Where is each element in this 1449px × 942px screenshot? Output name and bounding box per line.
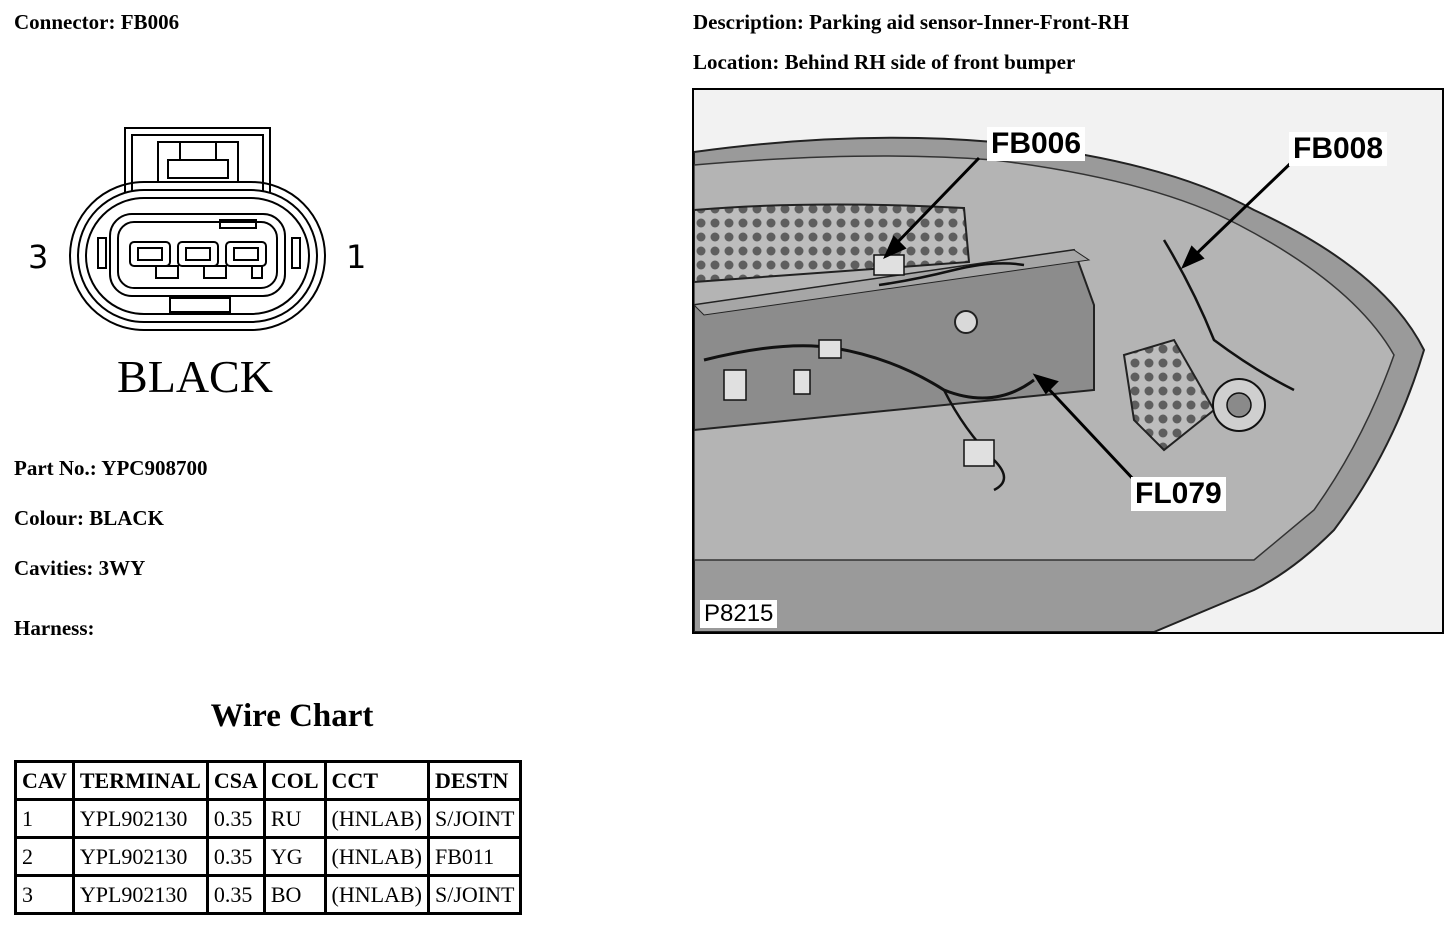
- location-label: Location:: [693, 50, 780, 74]
- description-label: Description:: [693, 10, 804, 34]
- location: Location: Behind RH side of front bumper: [693, 50, 1075, 75]
- table-row: 2 YPL902130 0.35 YG (HNLAB) FB011: [14, 836, 523, 877]
- connector-label: Connector:: [14, 10, 116, 34]
- part-number: Part No.: YPC908700: [14, 456, 207, 481]
- table-cell: (HNLAB): [323, 874, 430, 915]
- table-cell: YPL902130: [71, 836, 209, 877]
- harness-label: Harness:: [14, 616, 95, 640]
- table-cell: 0.35: [205, 836, 266, 877]
- table-cell: YPL902130: [71, 874, 209, 915]
- connector-colour-text: BLACK: [117, 351, 273, 402]
- colour: Colour: BLACK: [14, 506, 164, 531]
- colour-label: Colour:: [14, 506, 84, 530]
- colour-value: BLACK: [89, 506, 164, 530]
- table-cell: FB011: [426, 836, 523, 877]
- table-row: 3 YPL902130 0.35 BO (HNLAB) S/JOINT: [14, 874, 523, 915]
- cavities: Cavities: 3WY: [14, 556, 145, 581]
- pin-number-3: 3: [28, 238, 48, 276]
- table-cell: BO: [262, 874, 327, 915]
- table-cell: 3: [14, 874, 75, 915]
- wire-chart-title: Wire Chart: [210, 698, 374, 734]
- table-cell: RU: [262, 798, 327, 839]
- column-header: CSA: [205, 760, 266, 801]
- callout-label: FL079: [1131, 477, 1226, 511]
- connector-title: Connector: FB006: [14, 10, 179, 35]
- column-header: TERMINAL: [71, 760, 209, 801]
- description: Description: Parking aid sensor-Inner-Fr…: [693, 10, 1129, 35]
- table-cell: (HNLAB): [323, 836, 430, 877]
- table-cell: 0.35: [205, 798, 266, 839]
- table-cell: (HNLAB): [323, 798, 430, 839]
- photo-reference: P8215: [700, 600, 778, 628]
- callout-label: FB008: [1289, 132, 1388, 166]
- table-cell: YG: [262, 836, 327, 877]
- cavities-label: Cavities:: [14, 556, 94, 580]
- part-number-label: Part No.:: [14, 456, 97, 480]
- table-cell: 1: [14, 798, 75, 839]
- bumper-illustration: [694, 136, 1426, 632]
- column-header: CAV: [14, 760, 75, 801]
- table-cell: 0.35: [205, 874, 266, 915]
- connector-diagram: 3 1 BLACK: [28, 127, 366, 402]
- location-value: Behind RH side of front bumper: [784, 50, 1076, 74]
- connector-value: FB006: [120, 10, 180, 34]
- table-cell: YPL902130: [71, 798, 209, 839]
- column-header: DESTN: [426, 760, 523, 801]
- part-number-value: YPC908700: [101, 456, 208, 480]
- cavities-value: 3WY: [98, 556, 146, 580]
- table-header-row: CAV TERMINAL CSA COL CCT DESTN: [14, 760, 523, 801]
- location-photo: FB006 FB008 FL079 P8215: [692, 88, 1444, 634]
- wire-chart-table: CAV TERMINAL CSA COL CCT DESTN 1 YPL9021…: [14, 760, 523, 915]
- column-header: COL: [262, 760, 327, 801]
- harness: Harness:: [14, 616, 95, 641]
- table-row: 1 YPL902130 0.35 RU (HNLAB) S/JOINT: [14, 798, 523, 839]
- column-header: CCT: [323, 760, 430, 801]
- table-cell: S/JOINT: [426, 874, 523, 915]
- table-cell: 2: [14, 836, 75, 877]
- description-value: Parking aid sensor-Inner-Front-RH: [809, 10, 1130, 34]
- callout-label: FB006: [987, 127, 1086, 161]
- table-cell: S/JOINT: [426, 798, 523, 839]
- pin-number-1: 1: [346, 238, 366, 276]
